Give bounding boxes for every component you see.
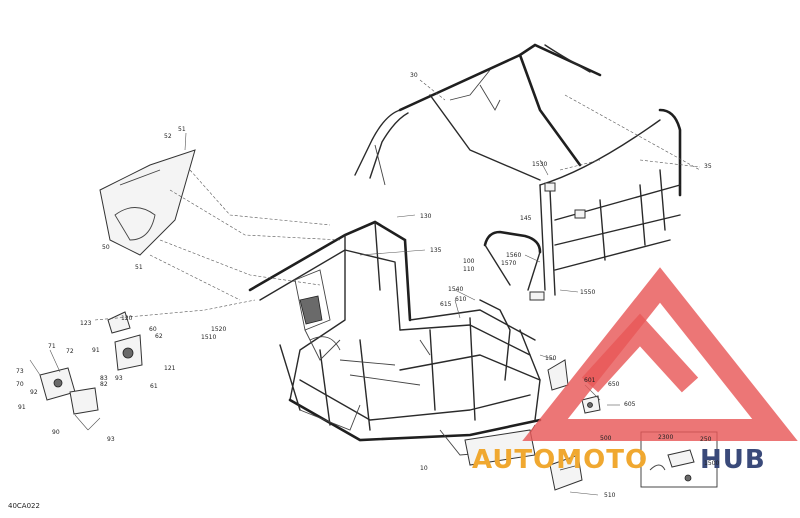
bracket-group-left <box>39 311 143 431</box>
callout-35: 35 <box>704 163 712 170</box>
callout-91: 91 <box>92 347 100 354</box>
panel-50 <box>99 149 196 256</box>
callout-123: 123 <box>80 320 92 327</box>
callout-91: 91 <box>18 404 26 411</box>
main-chassis <box>248 220 542 466</box>
callout-135: 135 <box>430 247 442 254</box>
callout-73: 73 <box>16 368 24 375</box>
callout-610: 610 <box>455 296 467 303</box>
callout-130: 130 <box>420 213 432 220</box>
callout-615: 615 <box>440 301 452 308</box>
callout-1540: 1540 <box>448 286 463 293</box>
bracket-510 <box>549 454 583 491</box>
callout-93: 93 <box>107 436 115 443</box>
callout-1500: 1500 <box>704 460 719 467</box>
support-tube <box>483 230 542 291</box>
callout-61: 61 <box>150 383 158 390</box>
callout-1560: 1560 <box>506 252 521 259</box>
callout-510: 510 <box>604 492 616 499</box>
callout-605: 605 <box>624 401 636 408</box>
callout-1520: 1520 <box>211 326 226 333</box>
callout-82: 82 <box>100 381 108 388</box>
callout-121: 121 <box>164 365 176 372</box>
detail-inset <box>640 431 718 488</box>
callout-10: 10 <box>420 465 428 472</box>
callout-1510: 1510 <box>201 334 216 341</box>
callout-30: 30 <box>410 72 418 79</box>
callout-51: 51 <box>178 126 186 133</box>
callout-50: 50 <box>102 244 110 251</box>
small-parts-right <box>547 359 601 414</box>
callout-2300: 2300 <box>658 434 673 441</box>
watermark-text-part1: AUTOMOTO <box>472 445 648 475</box>
callout-93: 93 <box>115 375 123 382</box>
callout-92: 92 <box>30 389 38 396</box>
watermark-text-part2: HUB <box>700 445 766 475</box>
callout-71: 71 <box>48 343 56 350</box>
callout-110: 110 <box>463 266 475 273</box>
callout-150: 150 <box>545 355 557 362</box>
callout-100: 100 <box>463 258 475 265</box>
figure-code: 40CA022 <box>8 502 40 510</box>
callout-52: 52 <box>164 133 172 140</box>
callout-1530: 1530 <box>532 161 547 168</box>
callout-70: 70 <box>16 381 24 388</box>
callout-83: 83 <box>100 375 108 382</box>
callout-650: 650 <box>608 381 620 388</box>
callout-51: 51 <box>135 264 143 271</box>
roll-cage <box>354 43 682 301</box>
callout-601: 601 <box>584 377 596 384</box>
callout-250: 250 <box>700 436 712 443</box>
watermark-logo: AUTOMOTO HUB <box>472 267 798 475</box>
callout-72: 72 <box>66 348 74 355</box>
callout-1550: 1550 <box>580 289 595 296</box>
callout-1570: 1570 <box>501 260 516 267</box>
callout-62: 62 <box>155 333 163 340</box>
callout-90: 90 <box>52 429 60 436</box>
callout-500: 500 <box>600 435 612 442</box>
callout-120: 120 <box>121 315 133 322</box>
leader-lines <box>29 79 701 496</box>
callout-60: 60 <box>149 326 157 333</box>
callout-145: 145 <box>520 215 532 222</box>
